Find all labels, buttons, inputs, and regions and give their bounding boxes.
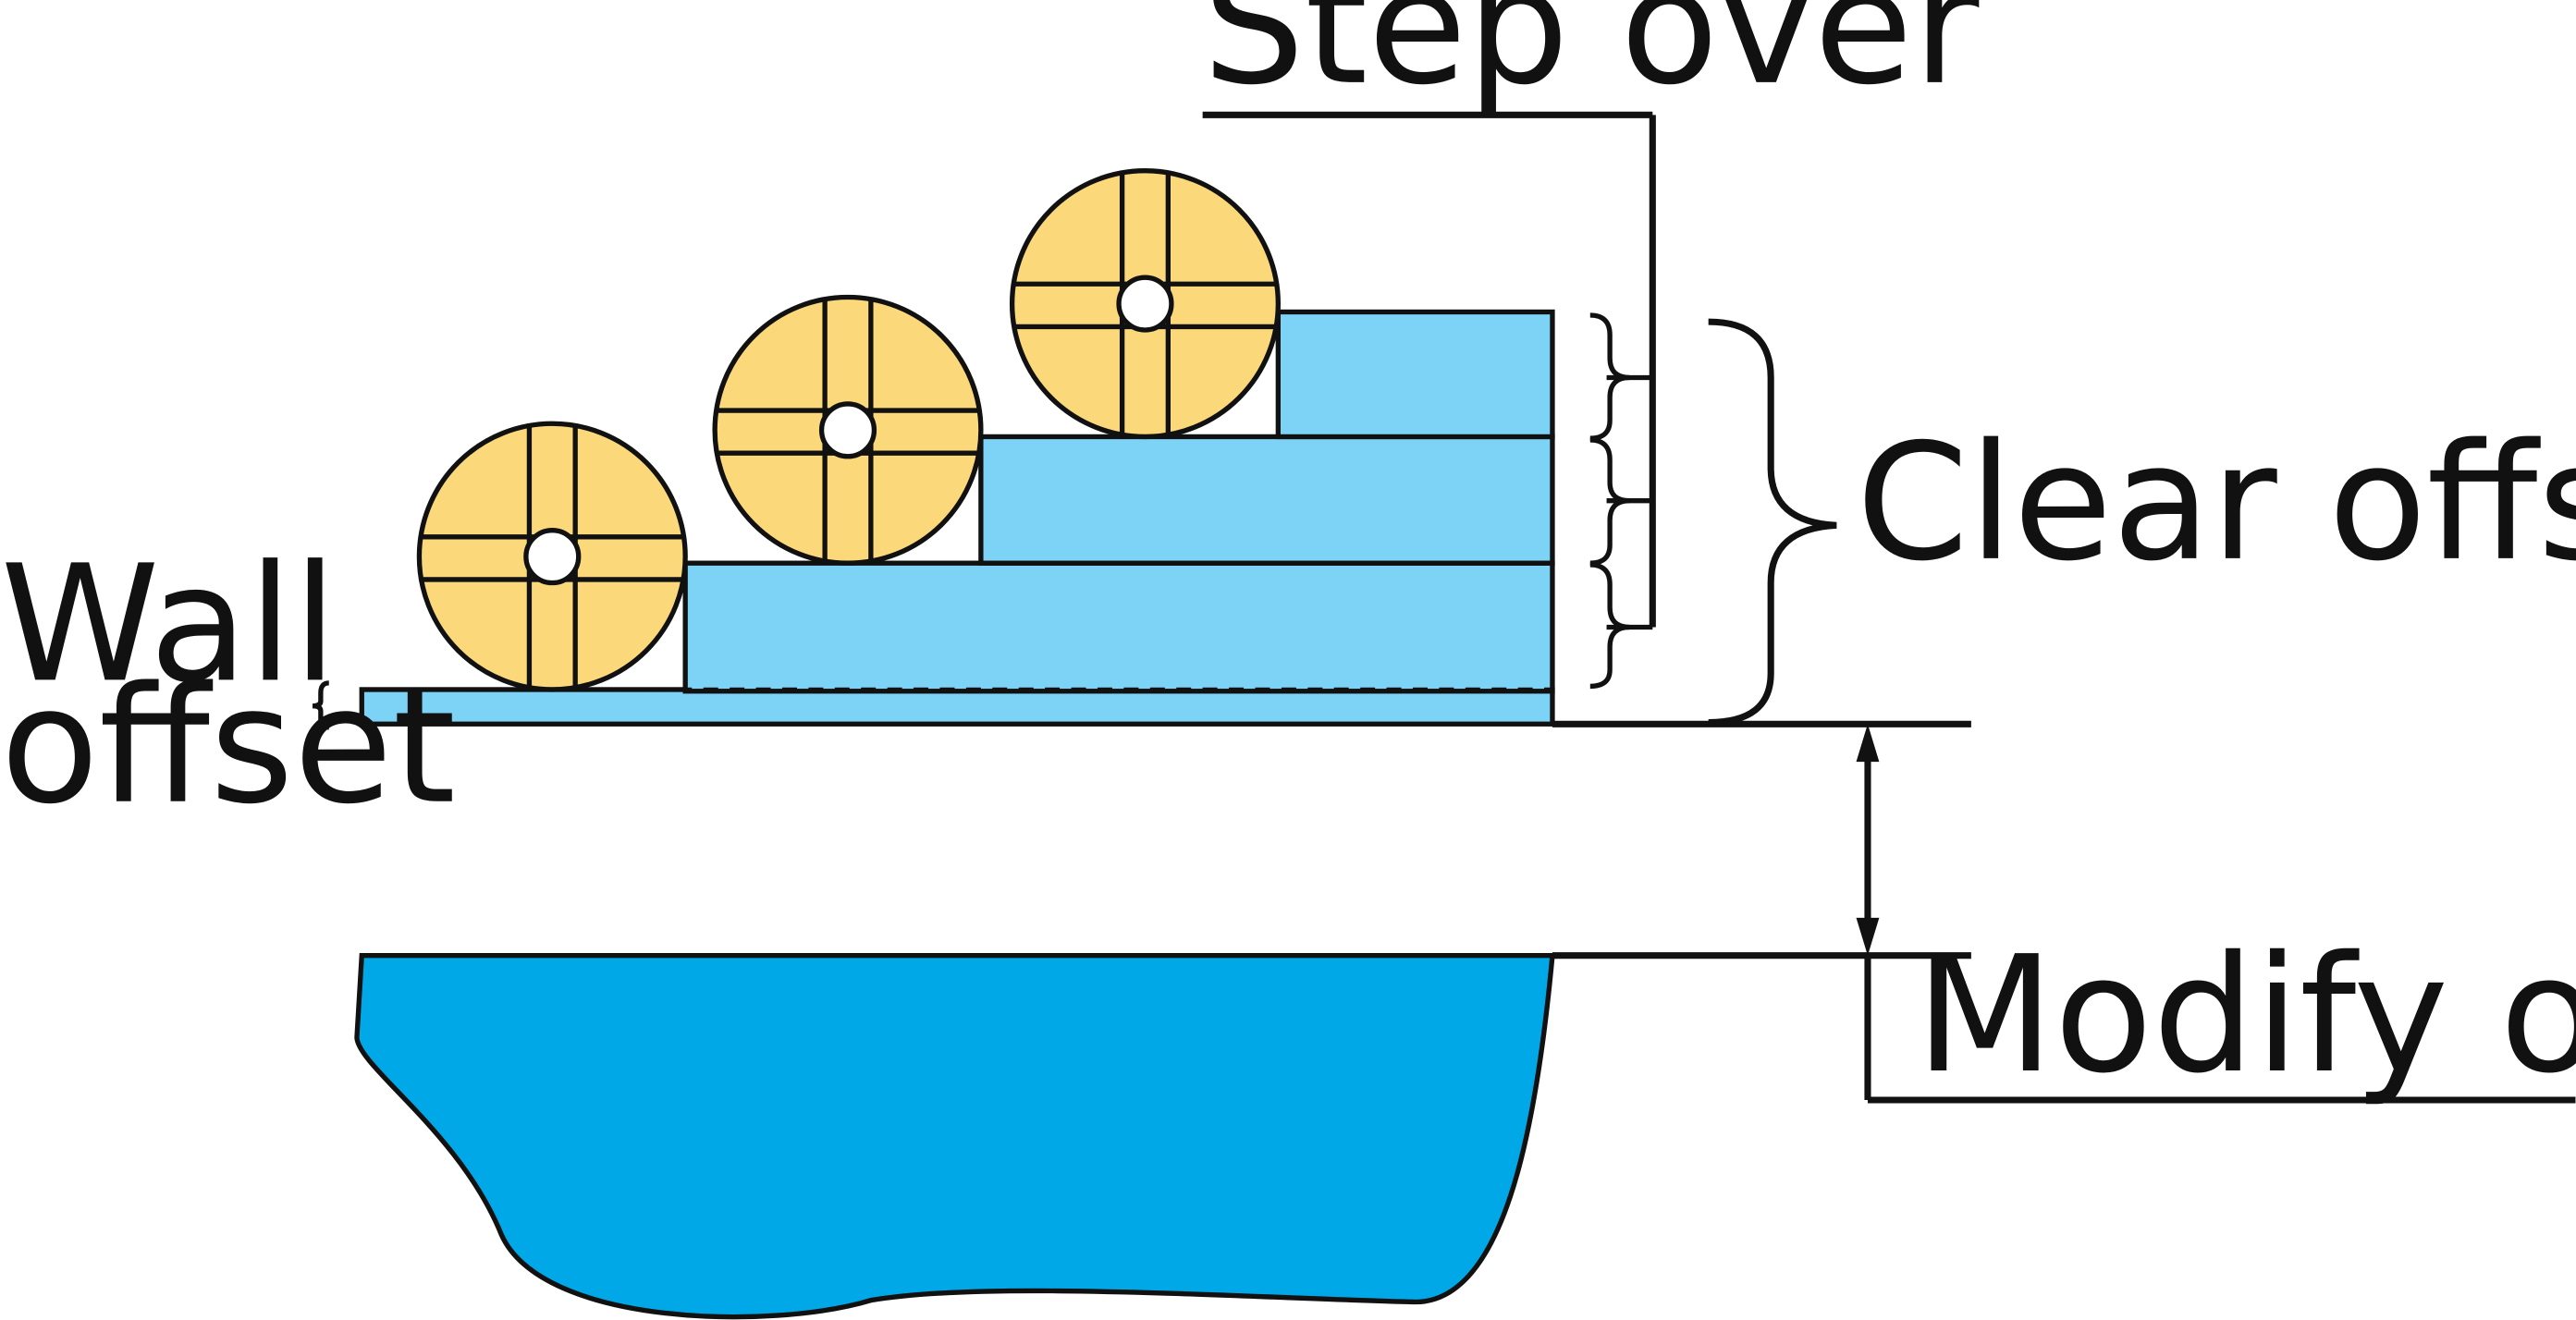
clear-offset-label: Clear offset — [1857, 409, 2576, 597]
modify-offset-arrow-icon — [1856, 724, 1880, 956]
stock-wall-layer — [359, 687, 1555, 727]
clear-offset-brace — [1708, 318, 1837, 727]
step-over-label: Step over — [1203, 0, 1980, 121]
wall-offset-label-line2: offset — [1, 653, 456, 840]
modify-offset-leader — [1864, 955, 2576, 1104]
cutter-1-icon — [416, 421, 688, 692]
part-body — [354, 953, 1555, 1320]
step-braces — [1589, 312, 1630, 690]
modify-offset-label: Modify offset — [1915, 922, 2576, 1109]
stock-step-2 — [978, 434, 1555, 566]
cutter-3-icon — [1009, 168, 1282, 440]
stock-step-3 — [1275, 309, 1555, 440]
wall-offset-brace — [312, 680, 329, 730]
cutter-2-icon — [712, 294, 984, 566]
stock-step-1 — [682, 560, 1555, 694]
wall-offset-label-line1: Wall — [1, 531, 337, 718]
